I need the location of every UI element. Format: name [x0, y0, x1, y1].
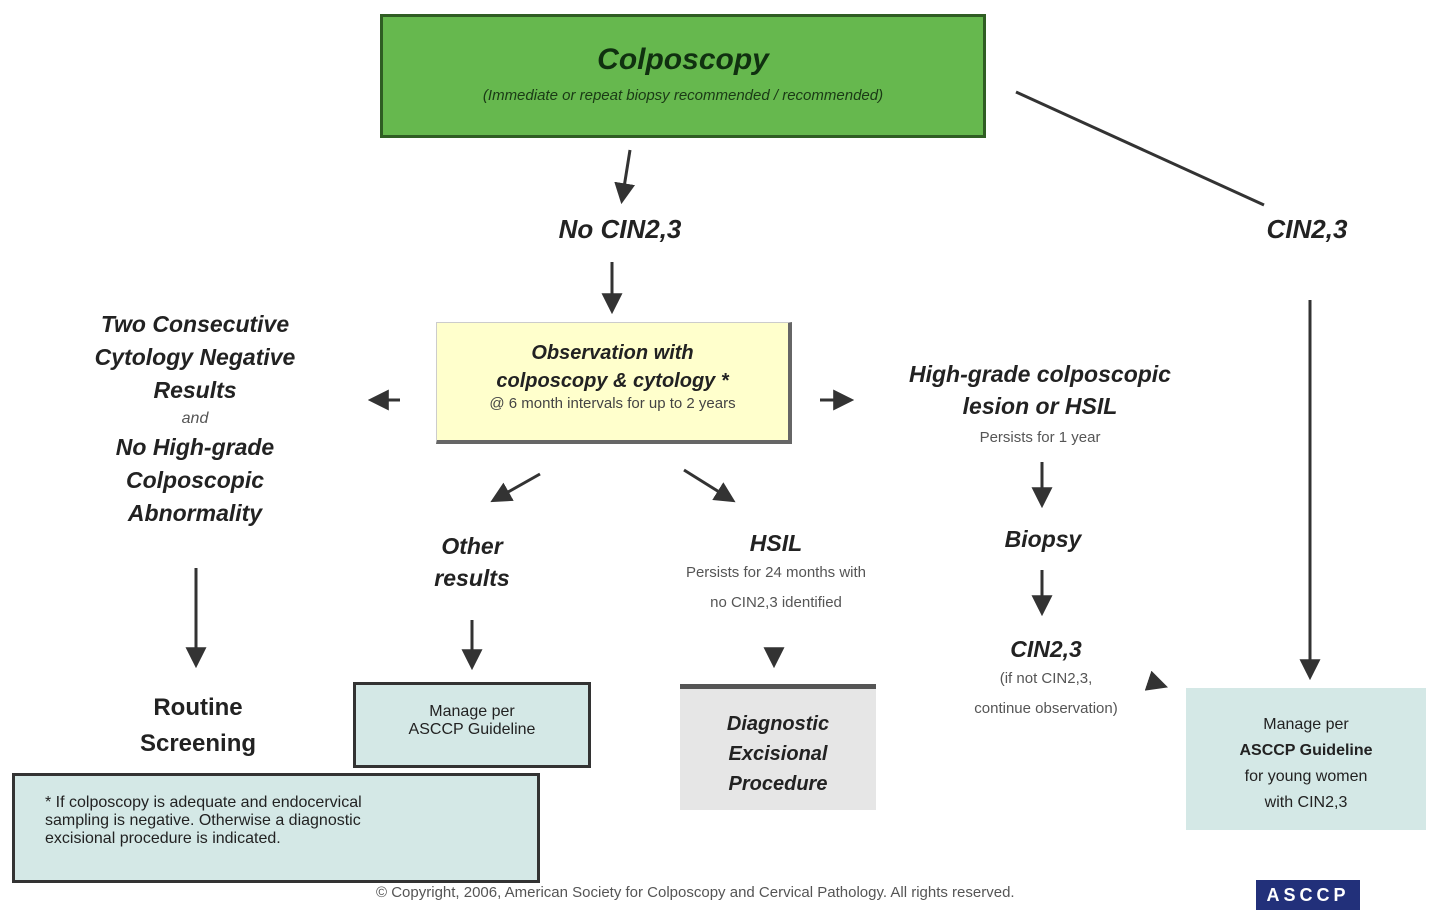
footnote-line-2: sampling is negative. Otherwise a diagno… — [45, 812, 361, 829]
right-outcome-line-1: High-grade colposcopic — [909, 361, 1171, 387]
dep-line-1: Diagnostic — [726, 713, 830, 735]
manage-cin-line-1: Manage per — [1263, 716, 1349, 733]
left-outcome-line-2: Cytology Negative — [94, 344, 296, 370]
colposcopy-title: Colposcopy — [597, 43, 769, 76]
left-outcome-and: and — [181, 410, 209, 427]
dep-line-3: Procedure — [728, 773, 828, 795]
right-outcome-line-2: lesion or HSIL — [962, 393, 1118, 419]
cin-label: CIN2,3 — [1266, 214, 1348, 244]
arrow-cin-small — [1144, 670, 1168, 691]
cin-result: CIN2,3 (if not CIN2,3, continue observat… — [940, 634, 1152, 724]
manage-cin-line-4: with CIN2,3 — [1264, 794, 1348, 811]
footnote-line-1: * If colposcopy is adequate and endocerv… — [45, 794, 362, 811]
arrow-observation-to-hsil — [683, 468, 736, 503]
manage-cin-line-3: for young women — [1244, 768, 1368, 785]
left-outcome-line-4: No High-grade — [115, 434, 275, 460]
manage-cin-box: Manage per ASCCP Guideline for young wom… — [1186, 688, 1426, 830]
cin-result-subtitle-2: continue observation) — [974, 700, 1118, 717]
asccp-logo: ASCCP — [1256, 880, 1360, 910]
diagnostic-excisional-procedure-box: Diagnostic Excisional Procedure — [680, 684, 876, 810]
cin-result-title: CIN2,3 — [1010, 636, 1082, 662]
left-outcome-line-5: Colposcopic — [125, 467, 264, 493]
hsil-subtitle-2: no CIN2,3 identified — [710, 594, 842, 611]
colposcopy-subtitle: (Immediate or repeat biopsy recommended … — [482, 87, 884, 104]
arrow-observation-to-other — [490, 472, 541, 503]
other-results-line-1: Other — [441, 533, 503, 559]
observation-box: Observation with colposcopy & cytology *… — [436, 322, 792, 444]
footnote-box: * If colposcopy is adequate and endocerv… — [12, 773, 540, 883]
arrow-colposcopy-to-no-cin — [614, 149, 636, 205]
arrow-colposcopy-to-cin — [1015, 90, 1265, 207]
right-outcome: High-grade colposcopic lesion or HSIL Pe… — [858, 358, 1222, 454]
manage-asc-line-2: ASCCP Guideline — [408, 721, 536, 738]
routine-screening: Routine Screening — [110, 690, 286, 762]
left-outcome: Two Consecutive Cytology Negative Result… — [50, 308, 340, 530]
biopsy-label: Biopsy — [1004, 526, 1082, 552]
copyright-footer: © Copyright, 2006, American Society for … — [376, 884, 1015, 901]
left-outcome-line-3: Results — [153, 377, 237, 403]
footnote-line-3: excisional procedure is indicated. — [45, 830, 281, 847]
routine-line-2: Screening — [139, 730, 257, 757]
observation-subtitle: @ 6 month intervals for up to 2 years — [489, 395, 736, 412]
hsil-title: HSIL — [749, 530, 803, 556]
left-outcome-line-6: Abnormality — [127, 500, 263, 526]
observation-title-2: colposcopy & cytology * — [496, 370, 729, 392]
colposcopy-box: Colposcopy (Immediate or repeat biopsy r… — [380, 14, 986, 138]
cin-result-subtitle-1: (if not CIN2,3, — [999, 670, 1093, 687]
left-outcome-line-1: Two Consecutive — [100, 311, 290, 337]
other-results-line-2: results — [434, 565, 510, 591]
no-cin-label: No CIN2,3 — [558, 214, 682, 244]
observation-title-1: Observation with — [531, 342, 694, 364]
manage-cin-line-2: ASCCP Guideline — [1239, 742, 1373, 759]
hsil-outcome: HSIL Persists for 24 months with no CIN2… — [640, 528, 912, 618]
right-outcome-subtitle: Persists for 1 year — [979, 429, 1101, 446]
dep-line-2: Excisional — [728, 743, 828, 765]
other-results: Other results — [400, 530, 544, 594]
manage-asc-box: Manage per ASCCP Guideline — [353, 682, 591, 768]
manage-asc-line-1: Manage per — [429, 703, 515, 720]
hsil-subtitle-1: Persists for 24 months with — [685, 564, 867, 581]
routine-line-1: Routine — [153, 694, 243, 721]
